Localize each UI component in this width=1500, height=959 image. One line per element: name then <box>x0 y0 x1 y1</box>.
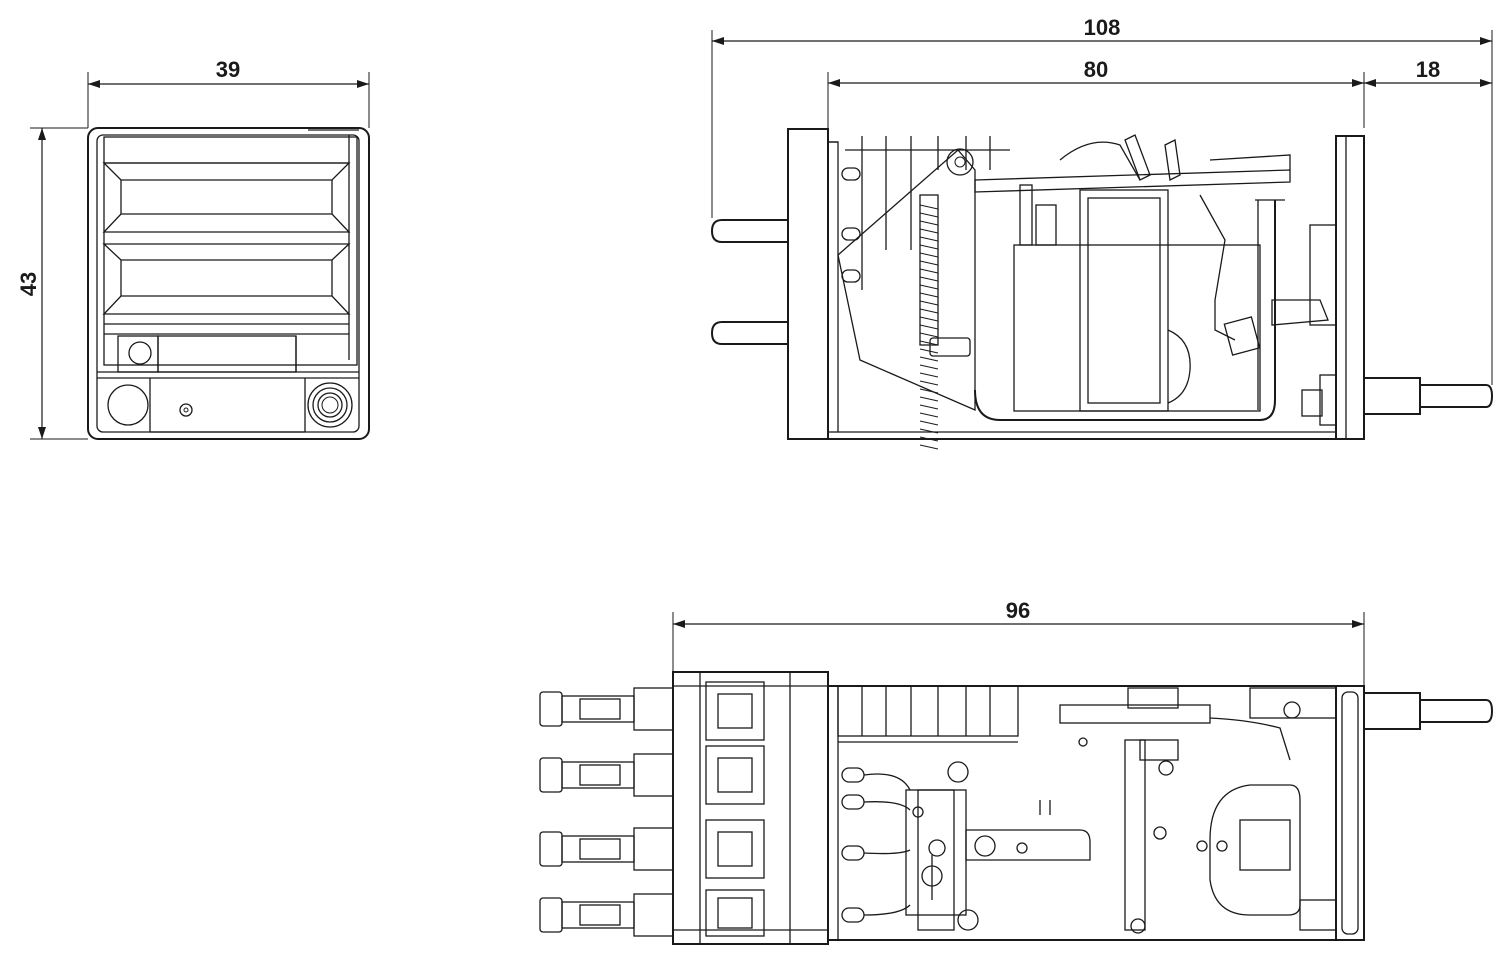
top-pins <box>539 687 674 937</box>
body-length-label: 80 <box>1084 57 1108 82</box>
side-base-plate <box>787 128 829 440</box>
top-terminal-block <box>672 671 829 945</box>
terminal-screws <box>705 681 765 937</box>
connector-pins <box>710 219 788 345</box>
side-front-cover <box>1335 135 1365 440</box>
relay-front-outline <box>87 127 370 440</box>
coil-assembly <box>1013 184 1261 412</box>
side-view: 108 80 18 <box>710 15 1494 450</box>
top-view: 96 <box>539 598 1494 945</box>
test-point-icon <box>179 403 193 417</box>
width-dimension-label: 39 <box>216 57 240 82</box>
top-internal-mechanism <box>841 687 1337 934</box>
armature-lever <box>837 134 1329 411</box>
height-dimension-label: 43 <box>16 272 41 296</box>
front-louvers <box>102 162 351 335</box>
mounting-hole-icon <box>107 384 149 426</box>
top-length-label: 96 <box>1006 598 1030 623</box>
contact-fins <box>841 136 1010 290</box>
test-button-icon <box>307 382 353 428</box>
top-contact-fins <box>837 685 1019 743</box>
front-view: 39 43 <box>16 57 370 440</box>
overall-length-label: 108 <box>1084 15 1121 40</box>
led-indicator-icon <box>128 341 152 365</box>
button-length-label: 18 <box>1416 57 1440 82</box>
top-front-cover <box>1335 685 1365 941</box>
top-button-stem <box>1363 692 1494 730</box>
return-spring <box>919 194 971 450</box>
magnetic-yoke <box>974 200 1276 421</box>
test-button-stem <box>1301 377 1494 417</box>
